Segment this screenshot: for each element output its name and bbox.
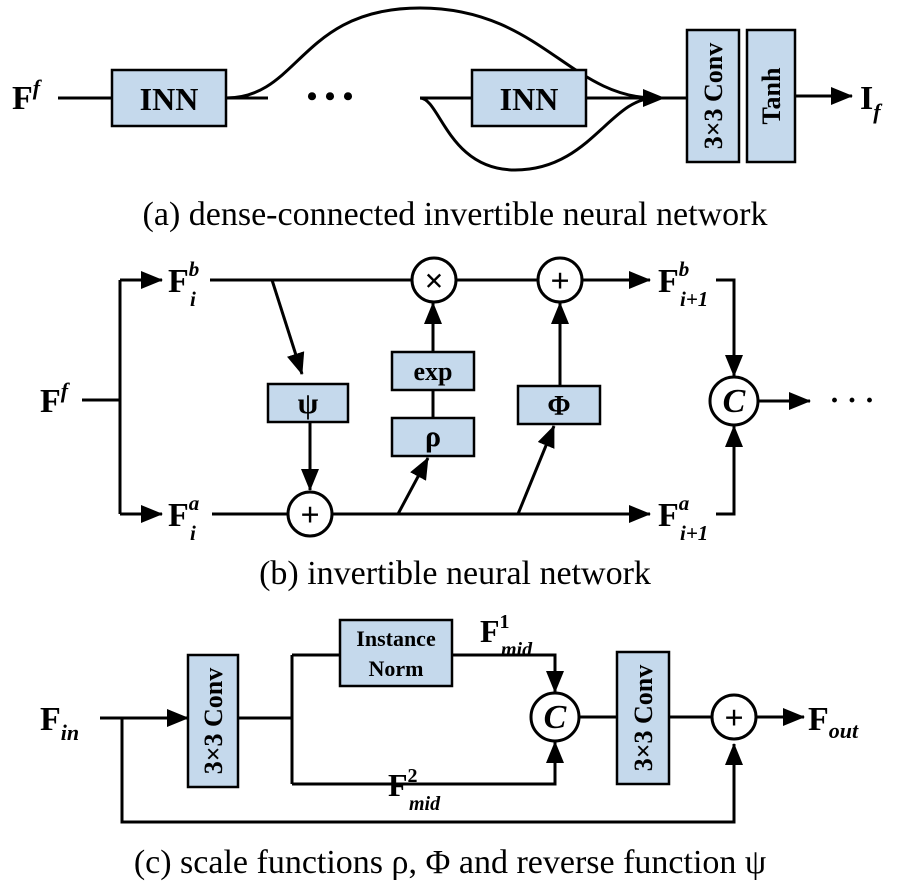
tanh-label: Tanh (757, 67, 786, 124)
fib-next-sub: i+1 (680, 287, 708, 311)
phi-block (516, 384, 602, 426)
phi-label: Φ (547, 391, 570, 422)
conv-2-label: 3×3 Conv (629, 665, 658, 772)
input-label: Ff (40, 378, 71, 420)
psi-block (266, 382, 350, 424)
conv-block-1 (186, 653, 240, 789)
fib-sub: i (190, 287, 196, 311)
fib-label: Fb (168, 257, 199, 300)
caption-c: (c) scale functions ρ, Φ and reverse fun… (134, 844, 766, 881)
panel-a: Ff INN • • • INN 3×3 Conv Tanh If (a) de… (12, 6, 883, 233)
fia-sub: i (190, 521, 196, 545)
input-label: Ff (12, 75, 43, 117)
arrow (292, 741, 564, 786)
output-label: Fout (808, 701, 859, 743)
plus-symbol: + (300, 497, 319, 534)
conv-label: 3×3 Conv (699, 43, 728, 150)
inn-block-2-label: INN (500, 81, 559, 117)
fib-next-label: Fb (658, 257, 689, 300)
arrow (516, 425, 556, 515)
psi-label: ψ (298, 387, 319, 420)
exp-label: exp (414, 357, 453, 386)
plus-symbol: + (550, 263, 569, 300)
exp-block (390, 350, 476, 392)
caption-b: (b) invertible neural network (259, 555, 651, 592)
instance-norm-label-2: Norm (369, 656, 424, 681)
arrow (716, 278, 743, 377)
inn-block-1-label: INN (140, 81, 199, 117)
fia-next-label: Fa (658, 491, 689, 534)
conv-block (685, 28, 741, 164)
input-label: Fin (40, 701, 79, 745)
fmid1-label: F1 (480, 611, 510, 649)
output-label: If (860, 80, 883, 124)
fia-label: Fa (168, 491, 199, 534)
concat-symbol: C (544, 699, 567, 736)
multiply-symbol: × (424, 263, 443, 300)
ellipsis: • • • (307, 80, 354, 113)
skip-connection (225, 6, 656, 100)
arrow (716, 425, 743, 516)
ellipsis: · · · (829, 384, 874, 417)
skip-connection (419, 96, 656, 172)
inn-block-2 (470, 68, 588, 128)
conv-block-2 (615, 650, 671, 786)
fmid2-label: F2 (388, 765, 418, 803)
arrow (452, 653, 564, 693)
instance-norm-label-1: Instance (356, 626, 436, 651)
conv-1-label: 3×3 Conv (199, 668, 228, 775)
fia-next-sub: i+1 (680, 521, 708, 545)
tanh-block (745, 28, 797, 164)
concat-symbol: C (723, 383, 746, 420)
instance-norm-block (338, 618, 454, 688)
rho-label: ρ (425, 420, 441, 453)
panel-c: Fin 3×3 Conv Instance Norm F1 mid F2 mid… (40, 611, 859, 881)
arrow (396, 457, 430, 515)
residual-arrow (120, 718, 743, 824)
caption-a: (a) dense-connected invertible neural ne… (143, 196, 768, 233)
fmid1-sub: mid (501, 639, 533, 661)
arrow (270, 279, 305, 375)
panel-b: Ff Fb i Fa i × + ψ + (40, 256, 875, 592)
fmid2-sub: mid (409, 793, 441, 815)
plus-symbol: + (724, 700, 743, 737)
